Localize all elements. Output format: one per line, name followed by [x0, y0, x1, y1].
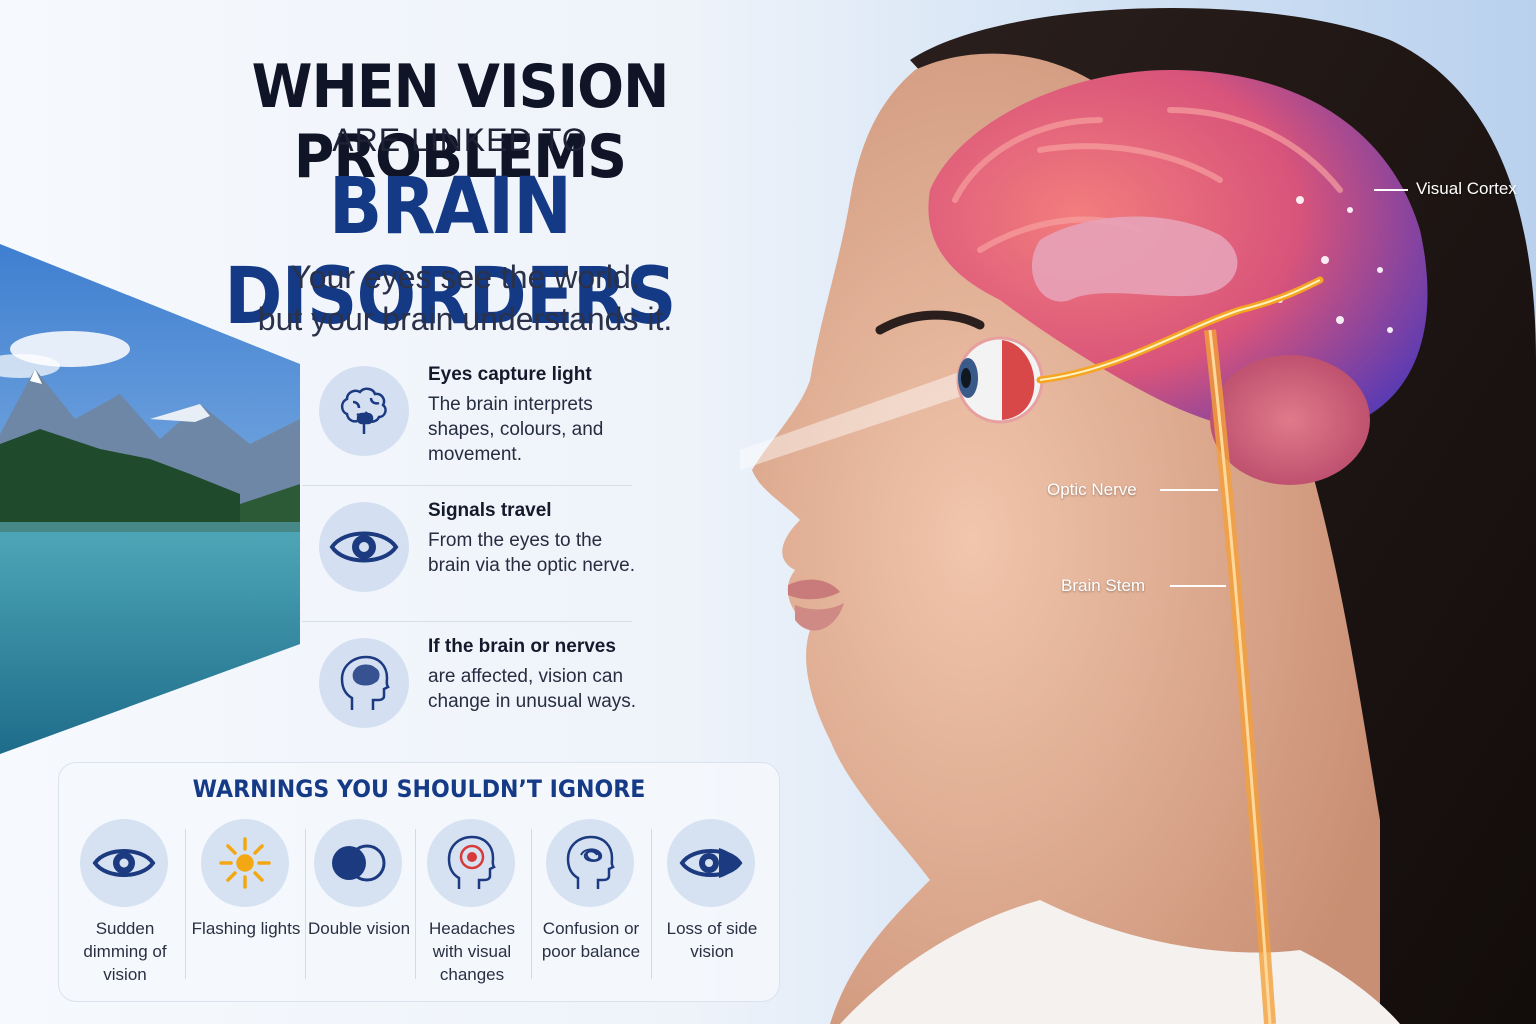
- divider: [185, 829, 186, 979]
- optic-nerve-label: Optic Nerve: [1047, 480, 1137, 499]
- title-line-2: ARE LINKED TO: [332, 122, 588, 158]
- warning-label: Flashing lights: [191, 919, 301, 938]
- visual-cortex-label: Visual Cortex: [1416, 179, 1517, 198]
- warning-label: Loss of side vision: [666, 919, 758, 961]
- title-line-1: WHEN VISION PROBLEMS: [251, 52, 670, 192]
- warning-label: Sudden dimming of vision: [83, 919, 167, 984]
- step-title: Signals travel: [428, 500, 552, 521]
- landscape-image: [0, 244, 300, 754]
- brain-icon: [319, 366, 409, 456]
- divider: [305, 829, 306, 979]
- step-item: If the brain or nerves are affected, vis…: [302, 622, 636, 758]
- step-title: Eyes capture light: [428, 364, 592, 385]
- step-text: From the eyes to the brain via the optic…: [428, 530, 636, 576]
- title-line-3: BRAIN DISORDERS: [224, 162, 676, 342]
- sun-flash-icon: [201, 819, 289, 907]
- step-title: If the brain or nerves: [428, 636, 616, 657]
- subtitle-line-1: Your eyes see the world,: [290, 259, 640, 295]
- warning-item: Sudden dimming of vision: [66, 819, 184, 989]
- warning-label: Double vision: [307, 919, 411, 938]
- subtitle-line-2: but your brain understands it.: [257, 301, 673, 337]
- eye-icon: [319, 502, 409, 592]
- step-text: The brain interprets shapes, colours, an…: [428, 394, 604, 465]
- double-circle-icon: [314, 819, 402, 907]
- step-item: Signals travel From the eyes to the brai…: [302, 486, 635, 622]
- warnings-title: WARNINGS YOU SHOULDN’T IGNORE: [192, 775, 646, 803]
- brain-anatomy-illustration: [740, 7, 1536, 1024]
- warning-item: Confusion or poor balance: [532, 819, 650, 989]
- subtitle: Your eyes see the world, but your brain …: [220, 256, 710, 340]
- warning-label: Headaches with visual changes: [428, 919, 515, 984]
- eye-icon: [80, 819, 168, 907]
- head-brain-icon: [319, 638, 409, 728]
- warning-item: Double vision: [300, 819, 418, 989]
- step-item: Eyes capture light The brain interprets …: [302, 350, 632, 486]
- divider: [531, 829, 532, 979]
- step-text: are affected, vision can change in unusu…: [428, 666, 637, 712]
- half-eye-icon: [667, 819, 755, 907]
- divider: [651, 829, 652, 979]
- warnings-panel: WARNINGS YOU SHOULDN’T IGNORE Sudden dim…: [58, 762, 780, 1002]
- warning-label: Confusion or poor balance: [541, 919, 641, 961]
- brain-stem-label: Brain Stem: [1061, 576, 1146, 595]
- warning-item: Loss of side vision: [653, 819, 771, 989]
- warning-item: Headaches with visual changes: [413, 819, 531, 989]
- divider: [415, 829, 416, 979]
- warning-item: Flashing lights: [187, 819, 305, 989]
- head-target-icon: [427, 819, 515, 907]
- head-scribble-icon: [546, 819, 634, 907]
- steps-list: Eyes capture light The brain interprets …: [302, 350, 636, 758]
